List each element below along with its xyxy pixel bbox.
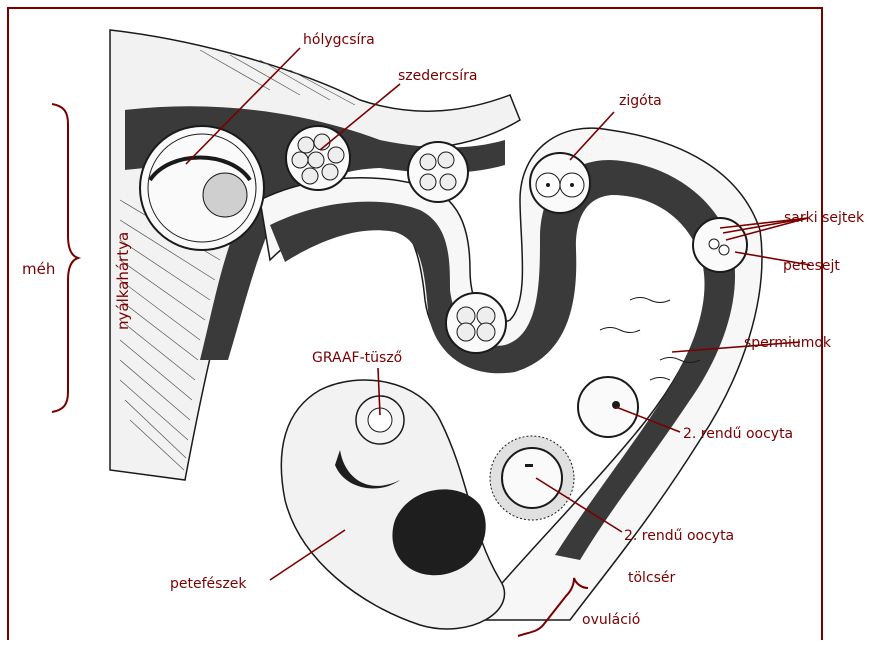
cleavage-stage-4cell (446, 293, 506, 353)
secondary-oocyte-2 (490, 436, 574, 520)
label-polar-bodies: sarki sejtek (784, 210, 865, 226)
label-blastocyst: hólygcsíra (303, 32, 375, 48)
morula (286, 126, 350, 190)
label-morula: szedercsíra (398, 68, 477, 84)
label-endometrium: nyálkahártya (114, 232, 132, 330)
label-zygote: zigóta (619, 93, 662, 109)
label-oocyte-2: 2. rendű oocyta (624, 528, 734, 544)
zygote (530, 153, 590, 213)
label-sperm: spermiumok (744, 335, 832, 351)
secondary-oocyte-1 (578, 377, 638, 437)
label-egg-cell: petesejt (783, 258, 840, 274)
label-ovulation: ovuláció (582, 612, 640, 628)
blastocyst (140, 126, 264, 250)
label-graafian-follicle: GRAAF-tüsző (312, 350, 402, 366)
uterus-brace (52, 104, 78, 412)
label-oocyte-1: 2. rendű oocyta (683, 426, 793, 442)
cleavage-stage-8cell (408, 142, 468, 202)
label-uterus: méh (22, 260, 55, 278)
label-ovary: petefészek (170, 576, 247, 592)
label-infundibulum: tölcsér (628, 570, 676, 586)
